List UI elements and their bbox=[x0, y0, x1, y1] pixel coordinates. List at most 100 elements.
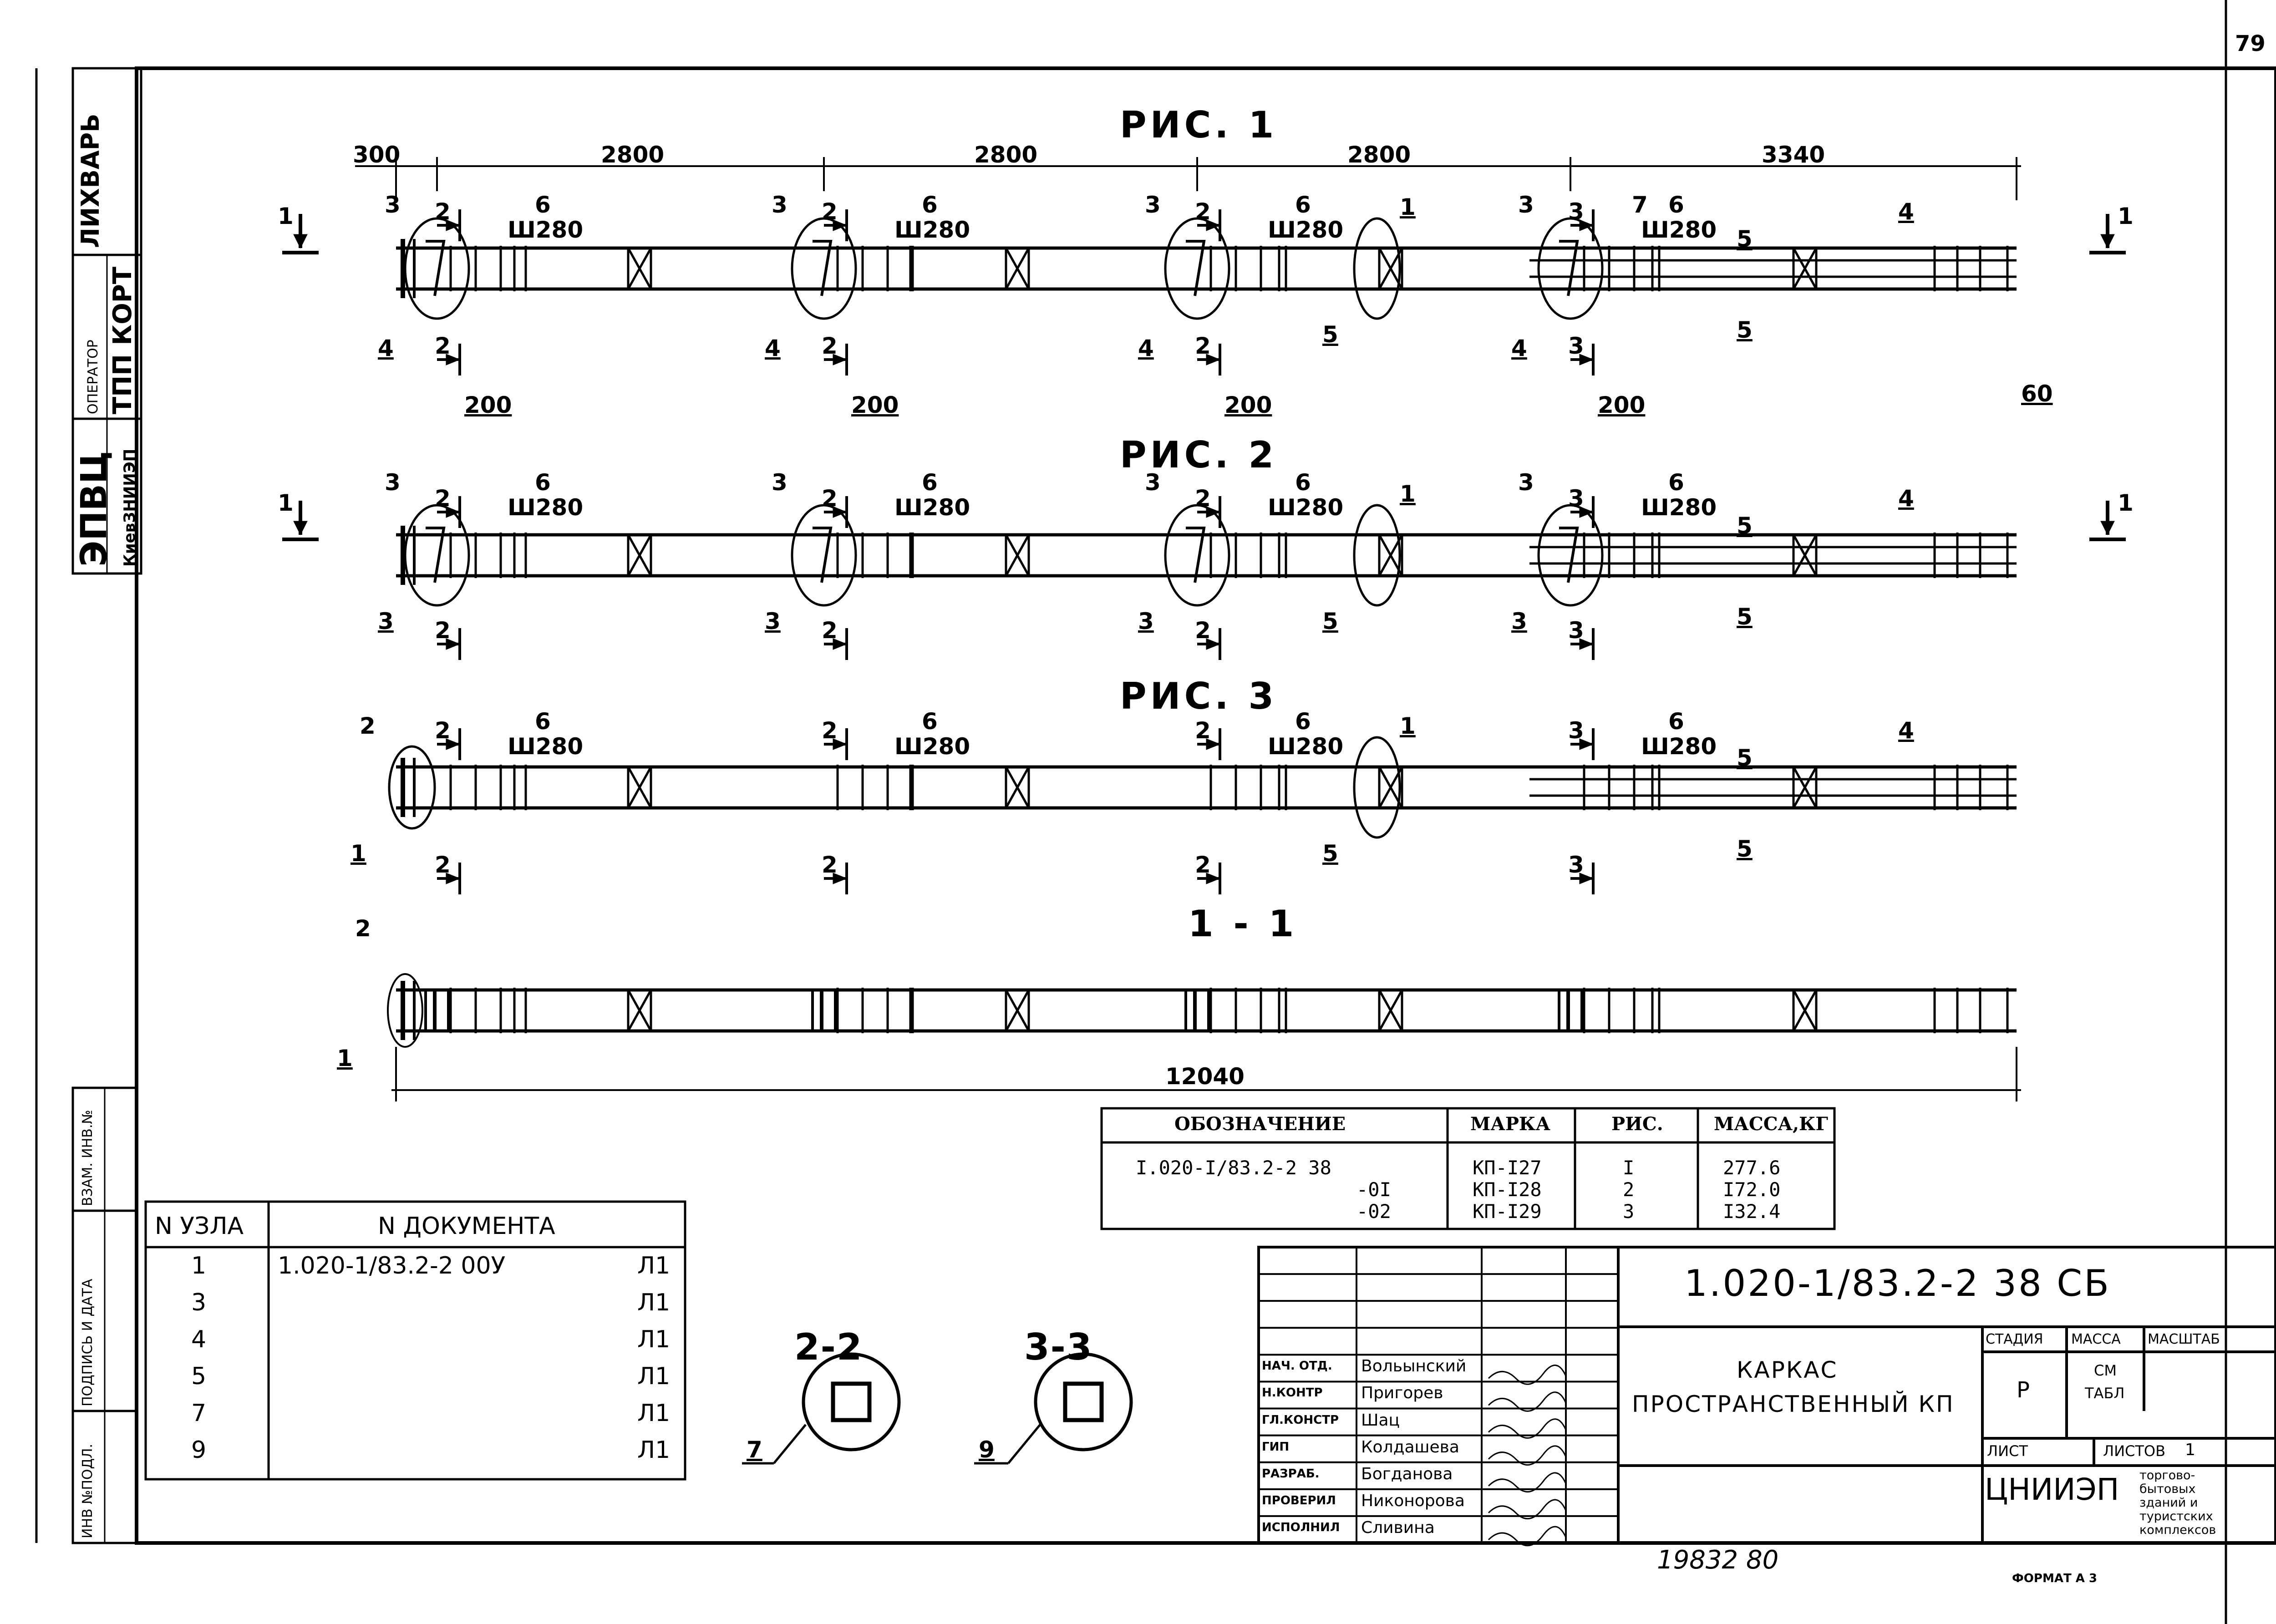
tb-role: ГЛ.КОНСТР bbox=[1262, 1413, 1339, 1427]
node-ellipse bbox=[388, 745, 436, 830]
dim-200: 200 bbox=[464, 392, 512, 418]
tb-role: ГИП bbox=[1262, 1440, 1290, 1454]
cross-brace bbox=[1792, 989, 1818, 1032]
pos-3: 3 bbox=[1145, 469, 1161, 496]
section-cut-label-2: 2 bbox=[822, 717, 838, 744]
pos-4: 4 bbox=[765, 335, 781, 361]
pos-7: 7 bbox=[1632, 192, 1648, 218]
bent-bar bbox=[426, 527, 446, 583]
section-cut-marker bbox=[824, 728, 848, 760]
cross-brace bbox=[627, 989, 652, 1032]
side-stamp-month: ЛИХВАРЬ bbox=[76, 113, 105, 248]
section-cut-label-2: 2 bbox=[435, 333, 451, 359]
cross-brace bbox=[627, 533, 652, 577]
section-cut-marker bbox=[1570, 628, 1595, 660]
pos-5: 5 bbox=[1737, 745, 1753, 771]
pos-5: 5 bbox=[1322, 840, 1338, 867]
section-cut-marker bbox=[824, 628, 848, 660]
fig1-title: РИС. 1 bbox=[1120, 104, 1278, 146]
section-cut-label-2: 2 bbox=[435, 198, 451, 225]
scale-header: МАСШТАБ bbox=[2148, 1331, 2220, 1347]
cross-brace bbox=[627, 989, 652, 1032]
node-table-cell: 3 bbox=[191, 1289, 207, 1316]
node-table-cell: Л1 bbox=[637, 1436, 671, 1464]
section-cut-label-3: 3 bbox=[1568, 198, 1584, 225]
spacing-label: Ш280 bbox=[1641, 733, 1717, 760]
section-cut-marker bbox=[437, 209, 461, 241]
cross-brace bbox=[627, 534, 652, 577]
dim-200: 200 bbox=[1224, 392, 1272, 418]
tb-name: Шац bbox=[1361, 1411, 1400, 1430]
pos-6: 6 bbox=[1668, 708, 1684, 735]
fig2-title: РИС. 2 bbox=[1120, 434, 1278, 476]
node-table-cell: 1.020-1/83.2-2 00У bbox=[278, 1252, 506, 1279]
bent-bar bbox=[1186, 240, 1206, 296]
dim-2800-c: 2800 bbox=[1347, 142, 1411, 168]
section-1-label: 1 bbox=[278, 203, 294, 229]
pos-3: 3 bbox=[1511, 608, 1527, 634]
node-ellipse bbox=[1353, 217, 1401, 320]
pos-3: 3 bbox=[772, 192, 787, 218]
section-cut-marker bbox=[1197, 209, 1221, 241]
frame-4 bbox=[387, 973, 2017, 1048]
pos-3: 3 bbox=[385, 192, 401, 218]
node-table-cell: Л1 bbox=[637, 1326, 671, 1353]
pos-6: 6 bbox=[1295, 708, 1311, 735]
side-stamp-dept: ТПП КОРТ bbox=[108, 266, 137, 414]
side-col-signature: ПОДПИСЬ И ДАТА bbox=[80, 1279, 96, 1406]
node-plate bbox=[1184, 989, 1210, 1032]
pos-6: 6 bbox=[535, 469, 551, 496]
cross-brace bbox=[1792, 534, 1818, 577]
section-cut-label-2: 2 bbox=[1195, 485, 1211, 512]
pos-1: 1 bbox=[351, 840, 366, 867]
mark-table-cell: 2 bbox=[1623, 1178, 1635, 1201]
section-cut-label-3: 3 bbox=[1568, 485, 1584, 512]
node-header-num: N УЗЛА bbox=[155, 1213, 244, 1240]
pos-4: 4 bbox=[1898, 717, 1914, 744]
total-dimension-line bbox=[391, 1047, 2021, 1101]
section-cut-marker bbox=[1570, 728, 1595, 760]
pos-4: 4 bbox=[1511, 335, 1527, 361]
mass-value-2: ТАБЛ bbox=[2085, 1385, 2125, 1402]
pos-5: 5 bbox=[1737, 317, 1753, 343]
node-plate bbox=[811, 989, 837, 1032]
node-ellipse bbox=[1164, 217, 1230, 320]
section-cut-label-3: 3 bbox=[1568, 852, 1584, 878]
stage-value: Р bbox=[2017, 1377, 2030, 1403]
node-ellipse bbox=[404, 217, 470, 320]
tb-role: Н.КОНТР bbox=[1262, 1386, 1323, 1400]
bent-bar bbox=[1559, 527, 1579, 583]
pos-6: 6 bbox=[1295, 192, 1311, 218]
node-ellipse bbox=[1353, 504, 1401, 607]
pos-4: 4 bbox=[1898, 198, 1914, 225]
section-1-label: 1 bbox=[278, 490, 294, 516]
section-2-2-pos: 7 bbox=[747, 1436, 762, 1463]
section-cut-marker bbox=[1197, 728, 1221, 760]
mark-table-cell: 3 bbox=[1623, 1200, 1635, 1223]
node-ellipse bbox=[791, 504, 857, 607]
spacing-label: Ш280 bbox=[894, 494, 970, 521]
section-cut-label-2: 2 bbox=[1195, 617, 1211, 644]
dim-300: 300 bbox=[353, 142, 401, 168]
title-line-2: ПРОСТРАНСТВЕННЫЙ КП bbox=[1632, 1391, 1955, 1417]
signature-scribble bbox=[1488, 1472, 1567, 1493]
title-block-grid bbox=[1257, 1246, 2276, 1544]
mark-table-cell: 277.6 bbox=[1723, 1157, 1781, 1179]
section-cut-marker bbox=[437, 344, 461, 376]
mark-table-cell: I72.0 bbox=[1723, 1178, 1781, 1201]
pos-6: 6 bbox=[922, 708, 938, 735]
section-cut-label-2: 2 bbox=[1195, 333, 1211, 359]
section-3-3-drawing bbox=[974, 1352, 1133, 1465]
pos-4: 4 bbox=[1138, 335, 1154, 361]
section-cut-label-3: 3 bbox=[1568, 617, 1584, 644]
pos-3: 3 bbox=[765, 608, 781, 634]
spacing-label: Ш280 bbox=[1268, 733, 1344, 760]
section-2-2-label: 2-2 bbox=[794, 1326, 863, 1368]
pos-5: 5 bbox=[1322, 321, 1338, 348]
node-ellipse bbox=[1353, 736, 1401, 839]
section-cut-label-2: 2 bbox=[822, 617, 838, 644]
cross-brace bbox=[627, 766, 652, 809]
section-cut-marker bbox=[437, 496, 461, 528]
section-1-label: 1 bbox=[2118, 490, 2134, 516]
frame-1 bbox=[396, 217, 2017, 320]
